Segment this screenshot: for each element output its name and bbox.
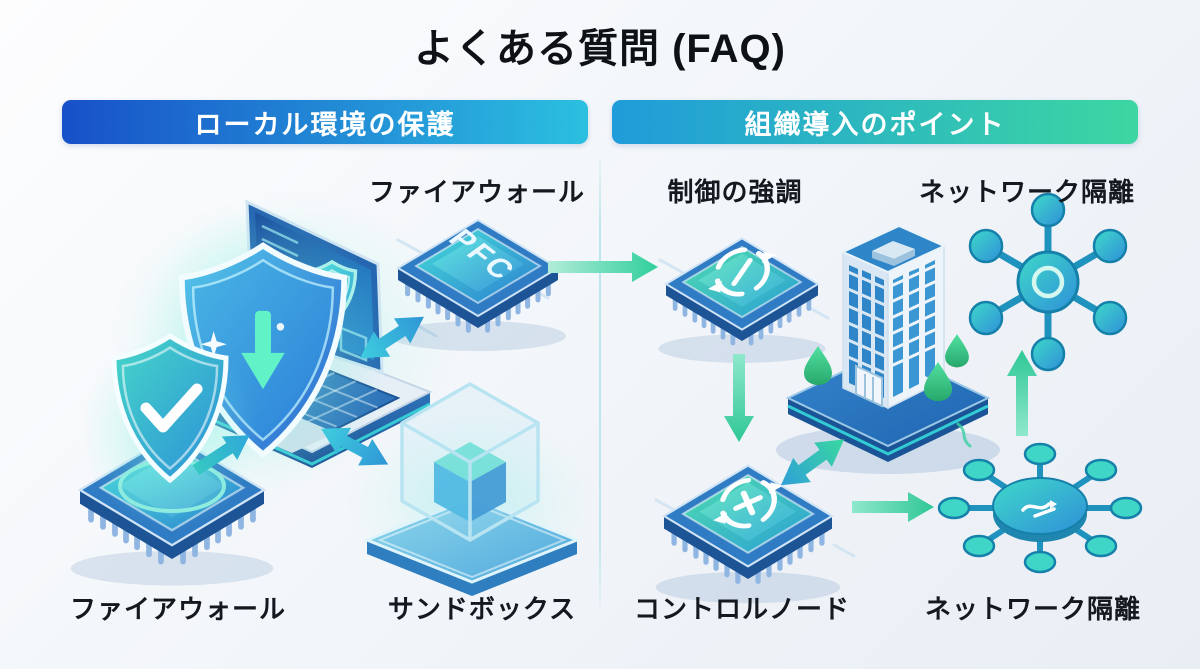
section-header-org-deployment: 組織導入のポイント: [612, 100, 1138, 144]
section-divider: [599, 158, 601, 606]
arrow-node-to-network-icon: [852, 492, 934, 522]
section-header-org-deployment-label: 組織導入のポイント: [744, 109, 1006, 140]
shuffle-glyph: [1021, 500, 1057, 518]
rotate-slash-glyph: [707, 247, 777, 297]
page-title: よくある質問 (FAQ): [414, 27, 786, 71]
sparkle-icon: [200, 331, 227, 358]
building-door: [855, 364, 883, 408]
arrow-laptop-sandbox-double-icon: [321, 427, 389, 466]
label-sandbox: サンドボックス: [387, 594, 577, 624]
sandbox-cube-icon: [347, 382, 597, 596]
shield-check-icon: [114, 336, 226, 480]
building-platform-rim: [788, 398, 988, 462]
label-network-bottom: ネットワーク隔離: [924, 594, 1142, 624]
arrow-shield-to-laptop-icon: [192, 435, 250, 476]
label-firewall-top: ファイアウォール: [368, 177, 586, 207]
network-spoke-icon: [937, 442, 1143, 574]
check-glyph: [140, 383, 203, 433]
section-header-local-protection-label: ローカル環境の保護: [194, 109, 456, 140]
wireframe-cube: [400, 382, 540, 542]
sandbox-platform-rim: [367, 540, 577, 596]
label-control-node: コントロルノード: [633, 594, 851, 624]
rotate-plus-glyph: [713, 477, 783, 529]
download-arrow-glyph: [241, 310, 285, 390]
section-header-local-protection: ローカル環境の保護: [62, 100, 588, 144]
tree-icon: [945, 334, 969, 368]
shield-check-chip-illustration: [71, 332, 273, 585]
network-hub-icon: [968, 192, 1128, 372]
arrow-control-down-icon: [724, 354, 754, 442]
arrow-left-to-right-section-icon: [548, 252, 658, 282]
control-chip-icon: [658, 237, 825, 363]
label-control: 制御の強調: [667, 177, 803, 207]
arrow-network-up-icon: [1007, 350, 1037, 436]
arrow-building-node-double-icon: [780, 439, 845, 486]
arrow-laptop-chip-double-icon: [360, 316, 424, 359]
control-node-chip-icon: [656, 466, 841, 604]
label-network-top: ネットワーク隔離: [918, 177, 1136, 207]
label-firewall-bottom: ファイアウォール: [69, 594, 287, 624]
